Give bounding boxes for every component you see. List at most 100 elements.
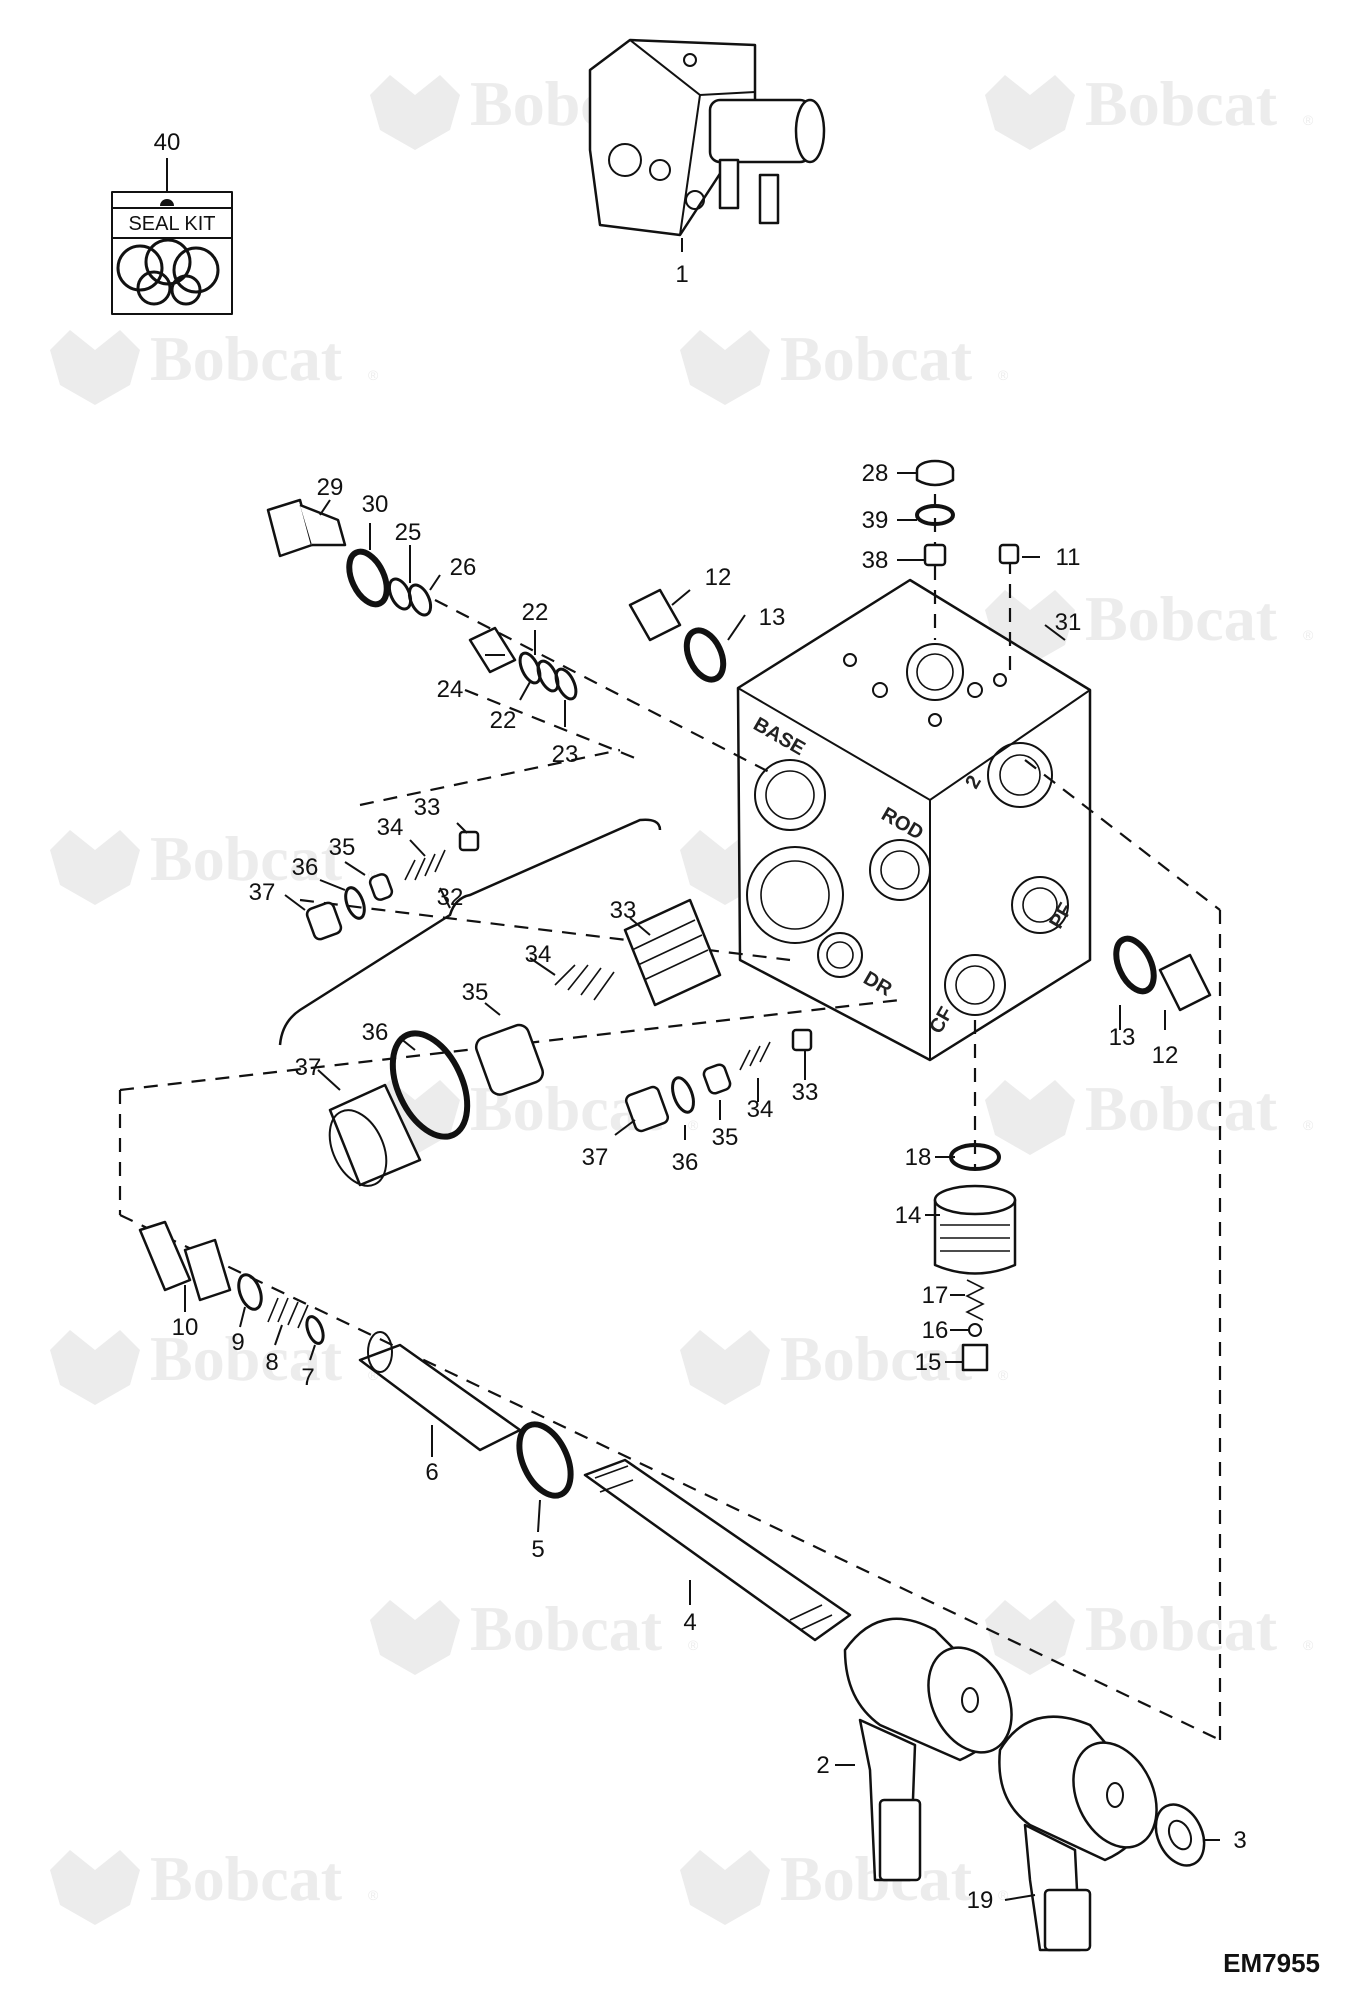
callout-26: 31 [1055,609,1082,636]
callout-33: 33 [414,794,441,821]
callout-40: 40 [154,129,181,156]
callout-33b: 33 [792,1079,819,1106]
relief-upper [305,830,480,941]
callout-7: 7 [301,1364,314,1391]
svg-text:Bobcat: Bobcat [1085,1073,1278,1144]
bobcat-logo-icon [985,1600,1075,1675]
callout-31: 36 [362,1019,389,1046]
bobcat-logo-icon [50,830,140,905]
callout-12: 12 [705,564,732,591]
callout-36: 36 [292,854,319,881]
callout-37: 37 [249,879,276,906]
watermark: Bobcat ® [680,1843,1009,1925]
svg-text:Bobcat: Bobcat [150,823,343,894]
svg-text:Bobcat: Bobcat [150,323,343,394]
plug-and-ring-right [1113,935,1212,1012]
callout-20c: 23 [552,741,579,768]
callout-38: 38 [862,547,889,574]
callout-20: 22 [522,599,549,626]
watermark: Bobcat ® [680,323,1009,405]
callout-12b: 12 [1152,1042,1179,1069]
callout-25: 30 [362,491,389,518]
relief-large [328,898,722,1187]
callout-35: 35 [329,834,356,861]
seal-kit-label: SEAL KIT [128,213,215,235]
callout-1: 1 [675,261,688,288]
callout-21: 24 [437,676,464,703]
seal-kit-box: SEAL KIT [111,158,233,315]
leader-lines [184,238,1220,1901]
callout-3: 3 [1233,1827,1246,1854]
svg-text:®: ® [998,367,1009,383]
watermark: Bobcat ® [680,1323,1009,1405]
callout-18: 18 [905,1144,932,1171]
callout-27: 32 [437,884,464,911]
bobcat-logo-icon [50,1330,140,1405]
svg-text:Bobcat: Bobcat [1085,68,1278,139]
callout-32: 37 [295,1054,322,1081]
callout-34: 34 [377,814,404,841]
callout-36b: 36 [672,1149,699,1176]
callout-14: 14 [895,1202,922,1229]
svg-text:®: ® [368,367,379,383]
callout-39: 39 [862,507,889,534]
watermark: Bobcat ® [50,823,379,905]
bobcat-logo-icon [50,330,140,405]
watermark: Bobcat ® [985,583,1314,665]
drawing-code: EM7955 [1223,1948,1320,1978]
watermark: Bobcat ® [370,1593,699,1675]
bobcat-logo-icon [370,1600,460,1675]
callout-22: 25 [395,519,422,546]
top-port-parts [915,459,1020,567]
callout-13b: 13 [1109,1024,1136,1051]
callout-34b: 34 [747,1096,774,1123]
bobcat-logo-icon [370,75,460,150]
callout-35b: 35 [712,1124,739,1151]
callout-23: 28 [862,460,889,487]
svg-text:Bobcat: Bobcat [150,1843,343,1914]
callout-11: 11 [1056,544,1081,571]
callout-15: 15 [915,1349,942,1376]
watermark: Bobcat ® [50,323,379,405]
callout-9: 9 [231,1329,244,1356]
spool-stack [138,1220,574,1499]
solenoid-coil-19 [998,1715,1158,1952]
callout-17: 17 [922,1282,949,1309]
svg-text:®: ® [1303,1637,1314,1653]
callout-24: 29 [317,474,344,501]
bobcat-logo-icon [680,330,770,405]
callout-labels: 40 1 28 39 38 11 31 29 30 25 26 22 24 22… [154,129,1247,1914]
svg-text:®: ® [368,867,379,883]
callout-19: 19 [967,1887,994,1914]
callout-5: 5 [531,1536,544,1563]
svg-text:Bobcat: Bobcat [1085,1593,1278,1664]
bobcat-logo-icon [680,1330,770,1405]
plug-and-ring-upper [628,588,727,683]
svg-text:®: ® [688,1117,699,1133]
callout-2: 2 [816,1752,829,1779]
callout-30: 35 [462,979,489,1006]
callout-20b: 22 [490,707,517,734]
watermark-layer: Bobcat ® Bobcat ® Bobcat ® Bobcat ® Bobc… [50,68,1314,1925]
relief-lower [624,1028,813,1133]
watermark: Bobcat ® [50,1843,379,1925]
svg-text:Bobcat: Bobcat [470,1593,663,1664]
svg-text:Bobcat: Bobcat [1085,583,1278,654]
callout-4: 4 [683,1609,696,1636]
callout-29: 34 [525,941,552,968]
svg-text:®: ® [1303,112,1314,128]
valve-assembly-complete [588,38,826,237]
lower-port-parts [933,1143,1017,1372]
bobcat-logo-icon [680,1850,770,1925]
svg-text:®: ® [368,1367,379,1383]
bobcat-logo-icon [985,1080,1075,1155]
bobcat-logo-icon [985,75,1075,150]
watermark: Bobcat ® [985,1593,1314,1675]
solenoid-coil-2 [843,1617,1013,1882]
watermark: Bobcat ® [50,1323,379,1405]
svg-text:®: ® [1303,1117,1314,1133]
svg-text:®: ® [368,1887,379,1903]
callout-22b: 26 [450,554,477,581]
